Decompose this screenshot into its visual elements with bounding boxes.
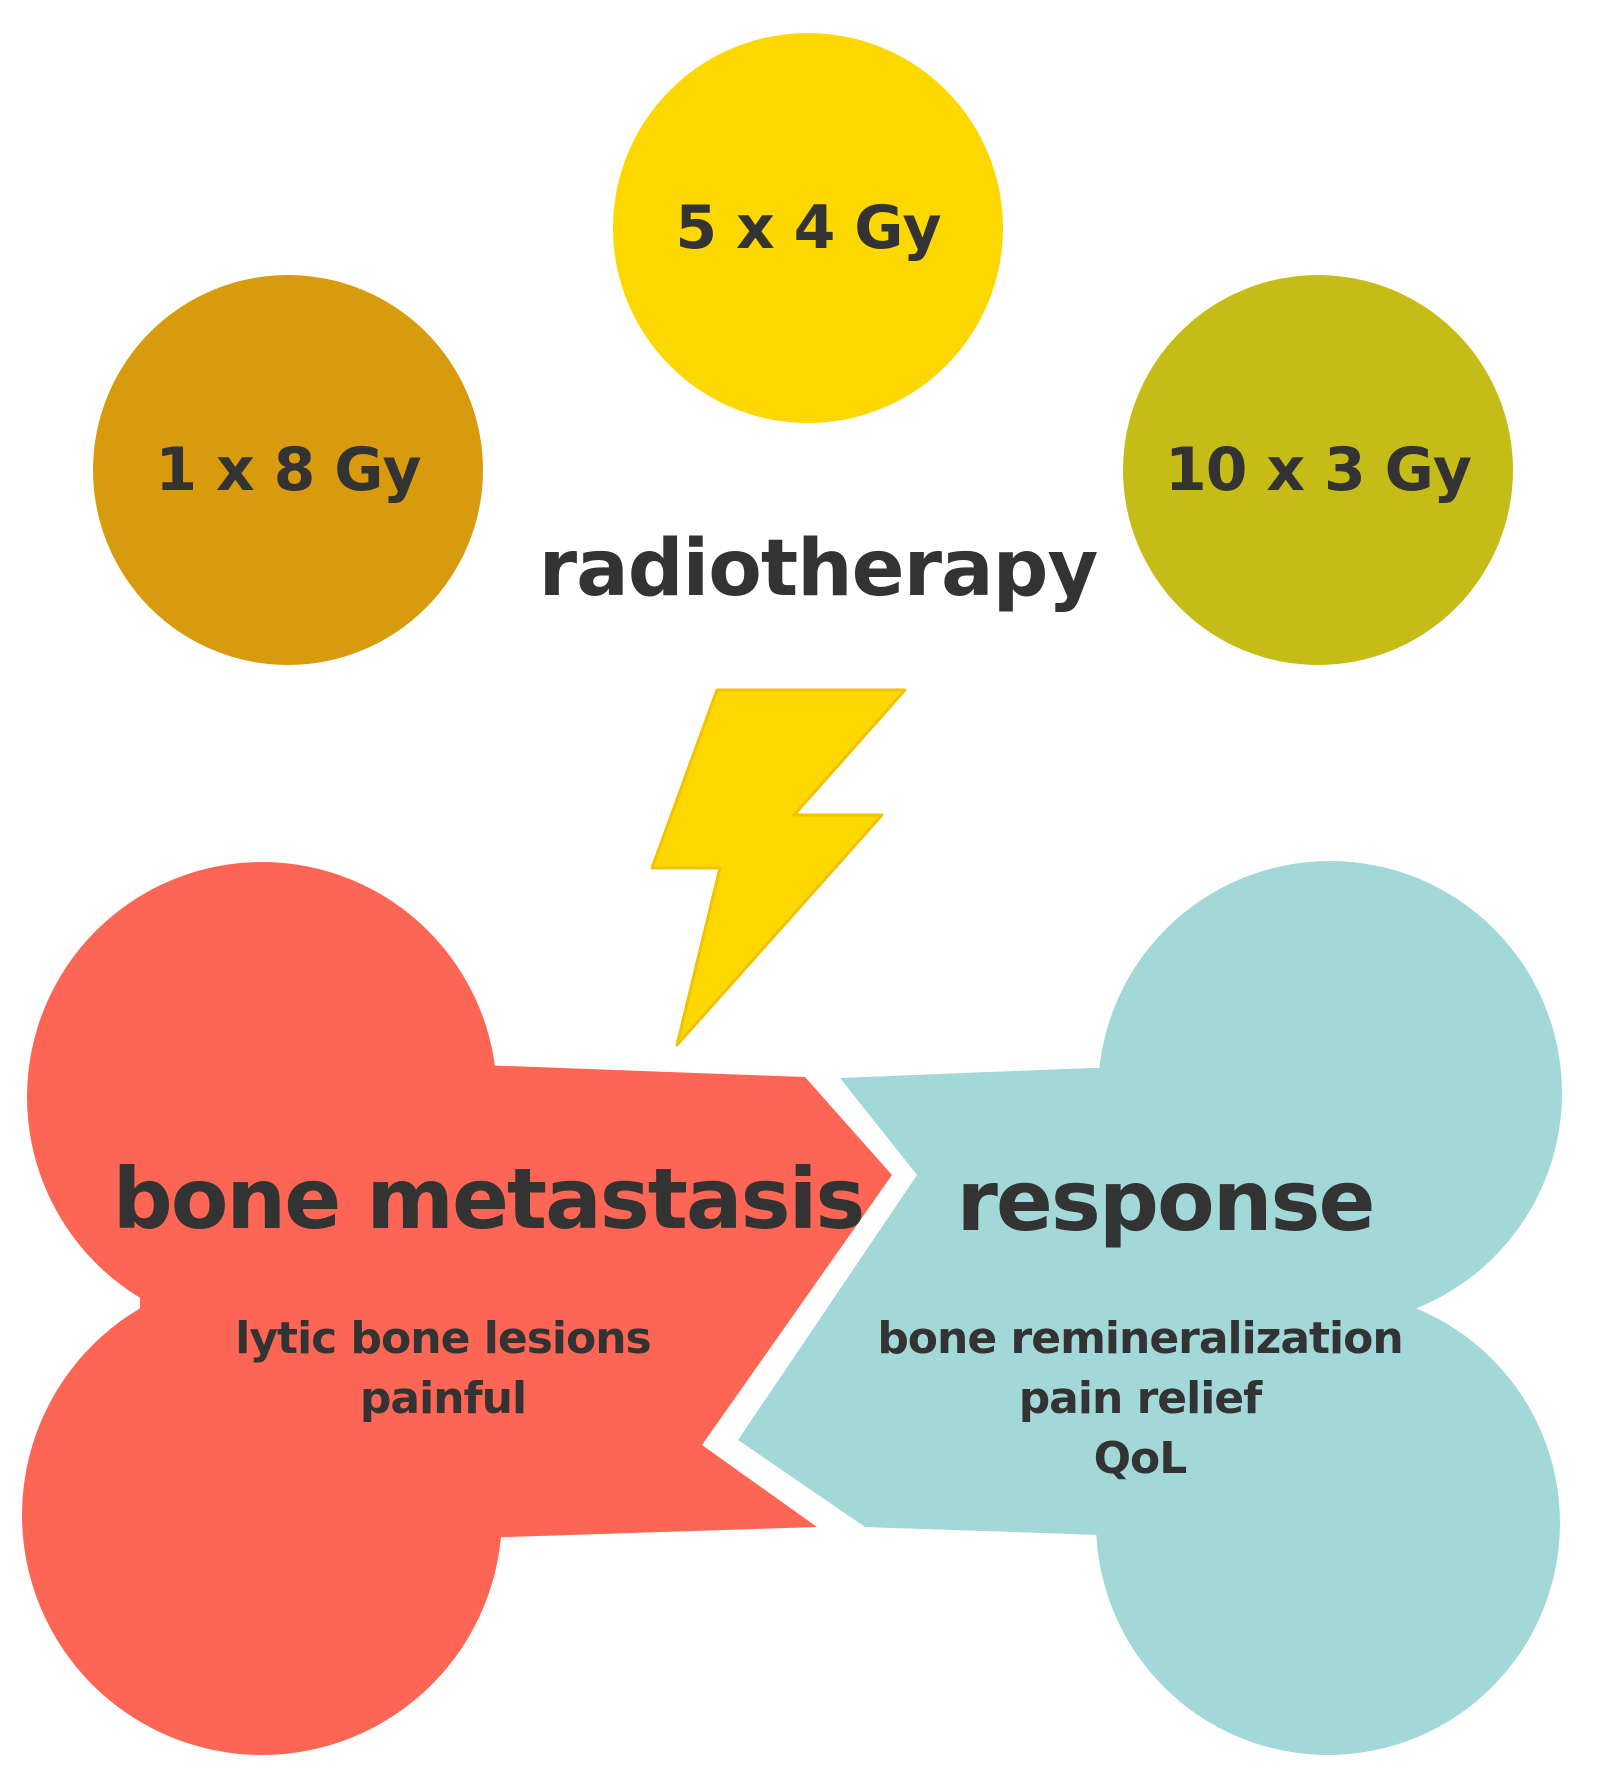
dose-circle-1-shape — [93, 275, 483, 665]
response-body — [738, 1068, 1340, 1535]
radiotherapy-label: radiotherapy — [539, 524, 1098, 614]
response-line-1: bone remineralization — [877, 1313, 1402, 1364]
metastasis-line-1: lytic bone lesions — [235, 1313, 650, 1364]
metastasis-body — [140, 1065, 892, 1538]
dose-circle-3: 10 x 3 Gy — [1123, 275, 1513, 665]
dose-label-3: 10 x 3 Gy — [1165, 435, 1472, 505]
dose-label-1: 1 x 8 Gy — [155, 435, 421, 505]
dose-circle-2-shape — [613, 33, 1003, 423]
dose-circle-2: 5 x 4 Gy — [613, 33, 1003, 423]
metastasis-line-2: painful — [360, 1373, 526, 1424]
dose-label-2: 5 x 4 Gy — [675, 193, 941, 263]
lightning-bolt-icon — [650, 688, 907, 1047]
dose-circle-3-shape — [1123, 275, 1513, 665]
response-line-2: pain relief — [1019, 1373, 1263, 1424]
bone-metastasis-shape — [22, 862, 892, 1755]
response-title: response — [956, 1152, 1373, 1250]
dose-circle-1: 1 x 8 Gy — [93, 275, 483, 665]
metastasis-title: bone metastasis — [113, 1150, 864, 1248]
response-shape — [738, 861, 1562, 1755]
response-line-3: QoL — [1094, 1433, 1187, 1484]
